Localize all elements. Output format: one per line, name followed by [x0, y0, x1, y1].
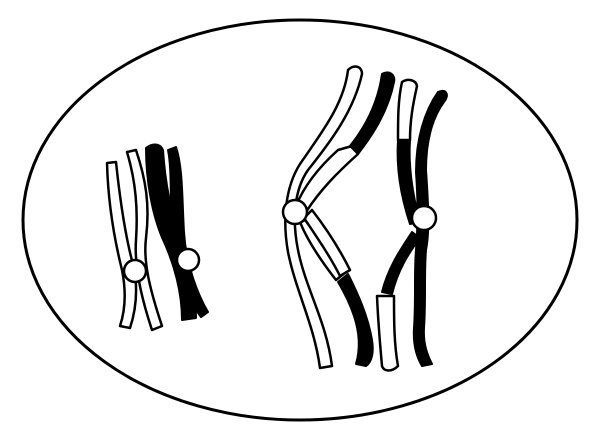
small-white-chromatid-front — [105, 160, 138, 330]
large-homolog-pair — [281, 65, 448, 372]
small-black-chromatid-back — [167, 146, 209, 318]
large-white-chromatid-inner-exchanged-tip — [349, 71, 396, 155]
small-black-centromere — [175, 247, 201, 273]
large-black-chromatid-outer — [412, 89, 448, 367]
large-white-chromatid-middle — [302, 208, 352, 278]
large-white-chromatid-outer — [284, 65, 364, 370]
small-white-chromatid-back — [125, 148, 164, 332]
small-homolog-pair — [105, 143, 209, 332]
large-black-centromere — [410, 204, 438, 232]
large-black-chromatid-lower-exchanged-end — [375, 294, 400, 372]
large-white-centromere — [281, 198, 309, 226]
large-white-chromatid-lower-exchanged — [337, 273, 374, 367]
small-white-centromere — [122, 258, 148, 284]
large-black-chromatid-inner-exchanged-tip — [396, 78, 419, 142]
large-black-chromatid-lower-arm — [381, 231, 421, 295]
small-black-chromatid-front — [145, 143, 197, 321]
